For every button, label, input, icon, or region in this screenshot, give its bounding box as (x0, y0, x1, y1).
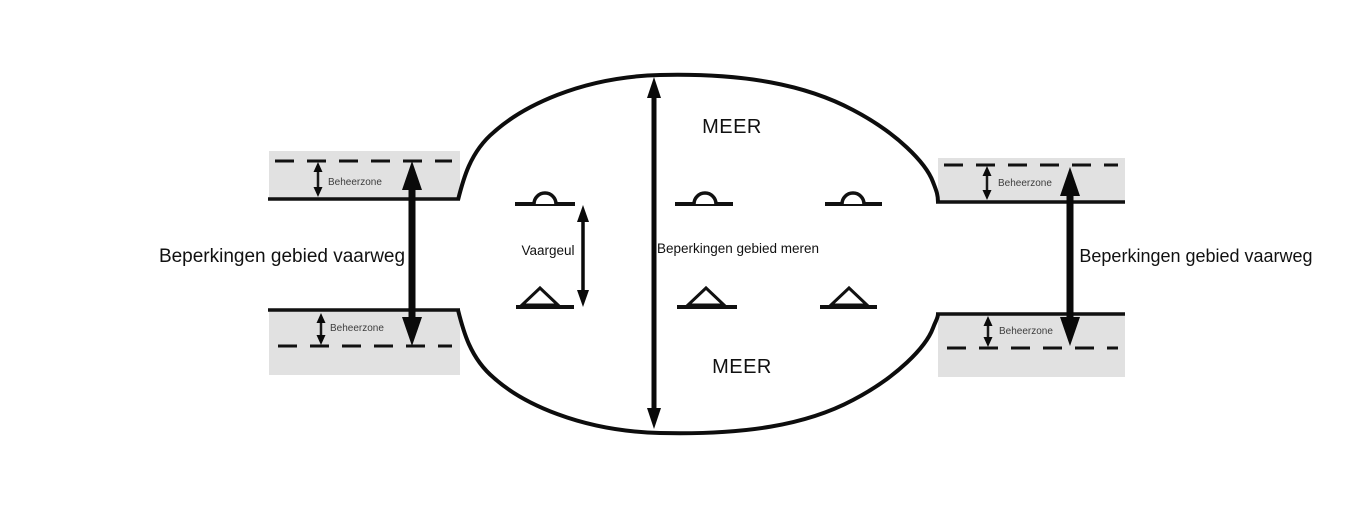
beheerzone-width-arrow-right-bottom (983, 316, 993, 347)
restriction-waterway-right-label: Beperkingen gebied vaarweg (1079, 246, 1312, 266)
round-buoy-marker-icon (675, 191, 733, 206)
restriction-width-arrow-left (402, 161, 422, 346)
management-zone-band-left-top (269, 151, 460, 199)
round-buoy-marker-icon (515, 191, 575, 206)
lake-extent-arrow (647, 77, 661, 429)
beheerzone-width-arrow-right-top (982, 166, 992, 200)
beheerzone-width-arrow-left-bottom (316, 313, 326, 345)
restriction-lakes-label: Beperkingen gebied meren (657, 241, 819, 256)
beheerzone-label-right-bottom: Beheerzone (999, 326, 1053, 337)
management-zone-band-left-bottom (269, 310, 460, 375)
lake-outline-top (456, 72, 940, 203)
beheerzone-width-arrow-left-top (313, 162, 323, 197)
round-buoy-marker-icon (825, 191, 882, 206)
management-zone-band-right-top (938, 158, 1125, 202)
restriction-width-arrow-right (1060, 167, 1080, 346)
beheerzone-label-right-top: Beheerzone (998, 178, 1052, 189)
lake-bottom-label: MEER (712, 356, 772, 378)
conical-buoy-marker-icon (516, 285, 574, 309)
lake-top-label: MEER (702, 116, 762, 138)
restriction-waterway-left-label: Beperkingen gebied vaarweg (159, 246, 405, 267)
channel-label: Vaargeul (521, 243, 574, 258)
conical-buoy-marker-icon (677, 285, 737, 309)
beheerzone-label-left-top: Beheerzone (328, 177, 382, 188)
conical-buoy-marker-icon (820, 285, 877, 309)
beheerzone-label-left-bottom: Beheerzone (330, 323, 384, 334)
management-zone-band-right-bottom (938, 314, 1125, 377)
channel-width-arrow (577, 205, 589, 307)
lake-outline-bottom (456, 309, 940, 436)
